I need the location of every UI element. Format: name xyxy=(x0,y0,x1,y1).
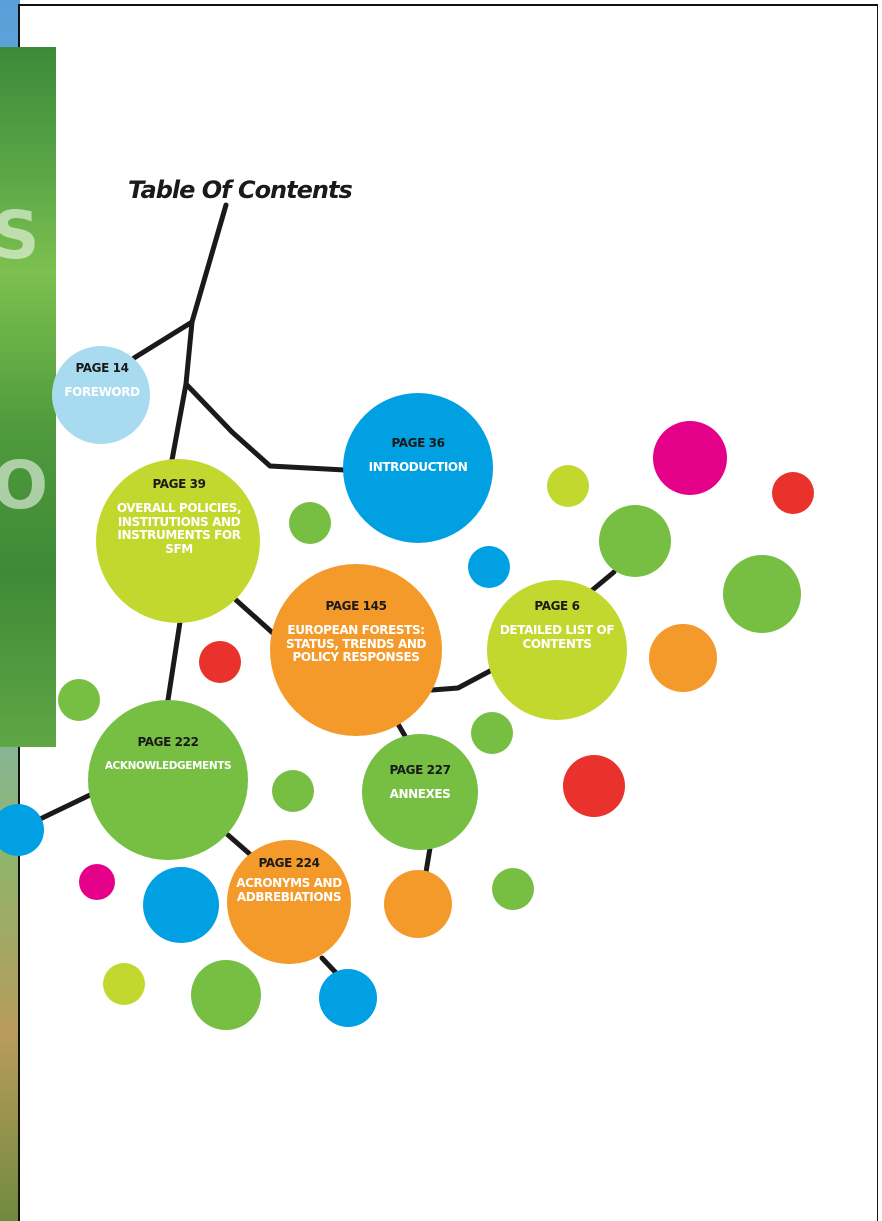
page-number: PAGE 227 xyxy=(389,763,451,777)
dot-green xyxy=(272,770,314,812)
toc-entry-acronyms[interactable]: PAGE 224 ACRONYMS AND ADBREBIATIONS xyxy=(230,856,348,904)
page-number: PAGE 6 xyxy=(534,599,580,613)
section-title: DETAILED LIST OF CONTENTS xyxy=(499,622,615,651)
node-introduction xyxy=(343,393,493,543)
dot-green xyxy=(289,502,331,544)
dot-orange xyxy=(649,624,717,692)
connector-detailed-green xyxy=(587,569,617,595)
dot-lime xyxy=(103,963,145,1005)
section-title: ANNEXES xyxy=(389,786,451,801)
page-title: Table Of Contents xyxy=(128,176,353,204)
node-detailed-list xyxy=(487,580,627,720)
decorative-dots xyxy=(0,421,814,1030)
connector-introduction xyxy=(183,381,348,473)
dot-blue xyxy=(468,546,510,588)
node-annexes xyxy=(362,734,478,850)
dot-blue xyxy=(143,867,219,943)
dot-orange xyxy=(384,870,452,938)
page-number: PAGE 145 xyxy=(325,599,387,613)
connector-ack-left xyxy=(35,792,93,823)
dot-blue xyxy=(0,804,44,856)
toc-entry-european-forests[interactable]: PAGE 145 EUROPEAN FORESTS: STATUS, TREND… xyxy=(276,599,436,665)
connector-lines xyxy=(35,202,617,978)
node-acknowledgements xyxy=(88,700,248,860)
toc-entry-foreword[interactable]: PAGE 14 FOREWORD xyxy=(56,361,148,400)
connector-trunk xyxy=(169,202,229,463)
dot-green xyxy=(191,960,261,1030)
connector-policies-european xyxy=(233,597,278,638)
page-number: PAGE 222 xyxy=(137,735,199,749)
dot-green xyxy=(599,505,671,577)
connector-european-detailed xyxy=(429,668,493,693)
toc-entry-acknowledgements[interactable]: PAGE 222 ACKNOWLEDGEMENTS xyxy=(90,735,246,772)
toc-nodes xyxy=(52,346,627,964)
cover-green-panel: S O xyxy=(0,47,56,747)
dot-magenta xyxy=(653,421,727,495)
dot-red xyxy=(563,755,625,817)
dot-blue xyxy=(319,969,377,1027)
section-title: INTRODUCTION xyxy=(368,459,468,474)
connector-foreword xyxy=(131,319,195,361)
connector-ack-acronyms xyxy=(225,832,255,859)
node-policies xyxy=(96,459,260,623)
section-title: FOREWORD xyxy=(64,384,140,399)
page-number: PAGE 39 xyxy=(152,477,206,491)
section-title: OVERALL POLICIES, INSTITUTIONS AND INSTR… xyxy=(116,500,242,557)
dot-red xyxy=(772,472,814,514)
section-title: ACKNOWLEDGEMENTS xyxy=(104,759,232,772)
dot-magenta xyxy=(79,864,115,900)
toc-entry-detailed-list[interactable]: PAGE 6 DETAILED LIST OF CONTENTS xyxy=(491,599,623,651)
dot-green xyxy=(58,679,100,721)
toc-entry-introduction[interactable]: PAGE 36 INTRODUCTION xyxy=(356,436,480,475)
connector-annexes-orange xyxy=(423,845,433,875)
page-number: PAGE 14 xyxy=(75,361,129,375)
dot-green xyxy=(723,555,801,633)
node-foreword xyxy=(52,346,150,444)
dot-green xyxy=(471,712,513,754)
toc-entry-policies[interactable]: PAGE 39 OVERALL POLICIES, INSTITUTIONS A… xyxy=(106,477,252,557)
connector-policies-acknowledgements xyxy=(165,619,183,703)
section-title: ACRONYMS AND ADBREBIATIONS xyxy=(236,875,342,904)
node-european-forests xyxy=(270,564,442,736)
page-number: PAGE 36 xyxy=(391,436,445,450)
cover-glyph-s: S xyxy=(0,197,40,274)
node-acronyms xyxy=(227,840,351,964)
dot-green xyxy=(492,868,534,910)
toc-entry-annexes[interactable]: PAGE 227 ANNEXES xyxy=(370,763,470,802)
connector-european-annexes xyxy=(395,721,408,739)
dot-red xyxy=(199,641,241,683)
section-title: EUROPEAN FORESTS: STATUS, TRENDS AND POL… xyxy=(285,622,427,665)
page-number: PAGE 224 xyxy=(258,856,320,870)
dot-lime xyxy=(547,465,589,507)
cover-glyph-o: O xyxy=(0,447,49,524)
